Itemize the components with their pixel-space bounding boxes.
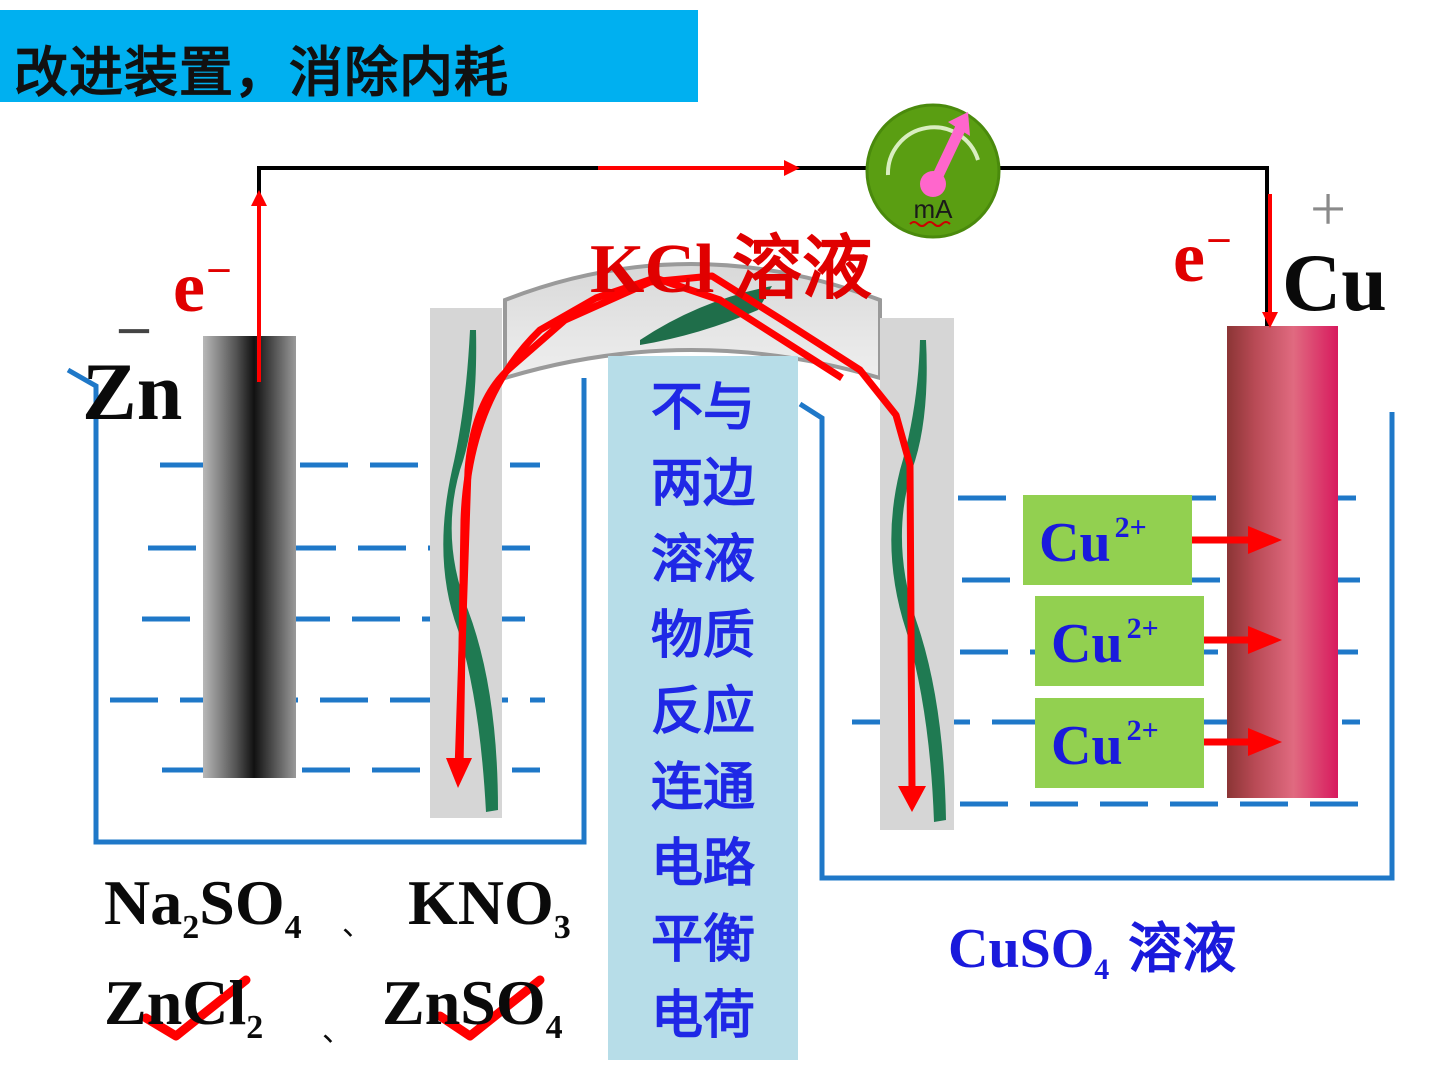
copper-electrode xyxy=(1227,326,1338,798)
electron-label-right: e－ xyxy=(1173,216,1233,299)
loop-arrowheads xyxy=(446,758,926,812)
cathode-label: Cu xyxy=(1282,237,1387,328)
note-line: 反应 xyxy=(650,682,755,742)
solution-na2so4: Na2SO4 xyxy=(104,866,302,947)
zinc-electrode xyxy=(203,336,296,778)
ammeter-label: mA xyxy=(914,194,954,224)
electron-charge: － xyxy=(204,257,233,288)
ammeter: mA xyxy=(865,103,1001,239)
cu-ion-charge: 2+ xyxy=(1126,714,1159,747)
formula-subscript: 2 xyxy=(246,1009,264,1046)
note-line: 电路 xyxy=(650,834,755,894)
salt-bridge-note: 不与 两边 溶液 物质 反应 连通 电路 平衡 电荷 xyxy=(608,356,798,1060)
formula-part: ZnSO xyxy=(382,967,546,1038)
formula-part: CuSO xyxy=(948,918,1095,980)
formula-subscript: 3 xyxy=(553,909,571,946)
formula-part: KNO xyxy=(408,867,554,938)
solution-kno3: KNO3 xyxy=(408,866,571,947)
electron-flow-arrows xyxy=(251,160,1278,382)
slide-title: 改进装置，消除内耗 xyxy=(14,41,509,104)
formula-subscript: 2 xyxy=(182,909,200,946)
left-beaker xyxy=(66,367,587,845)
anode-sign: － xyxy=(114,310,154,355)
formula-subscript: 4 xyxy=(1094,953,1110,986)
cu-ion-base: Cu xyxy=(1051,715,1123,777)
cu-ion-charge: 2+ xyxy=(1114,511,1147,544)
solution-znso4: ZnSO4 xyxy=(382,966,563,1047)
cathode-sign: + xyxy=(1310,173,1347,244)
cu-ion-base: Cu xyxy=(1051,613,1123,675)
ion-flow-loops xyxy=(454,272,916,791)
note-line: 物质 xyxy=(650,606,755,666)
cu-ion-arrows xyxy=(1192,526,1282,756)
formula-part: ZnCl xyxy=(104,967,247,1038)
note-line: 溶液 xyxy=(650,530,755,590)
electron-charge: － xyxy=(1204,227,1233,258)
note-line: 两边 xyxy=(650,454,755,514)
note-line: 连通 xyxy=(650,758,755,818)
title-bar: 改进装置，消除内耗 xyxy=(0,10,698,104)
check-mark-icon xyxy=(141,975,545,1041)
electron-symbol: e xyxy=(1173,217,1205,297)
note-line: 不与 xyxy=(650,378,755,438)
note-line: 平衡 xyxy=(650,910,755,970)
cu-ion-charge: 2+ xyxy=(1126,612,1159,645)
anode-label: Zn xyxy=(82,346,183,437)
electron-label-left: e－ xyxy=(173,246,233,329)
formula-suffix: 溶液 xyxy=(1109,917,1237,980)
formula-part: Na xyxy=(104,867,183,938)
cu-ion-base: Cu xyxy=(1039,512,1111,574)
separator: 、 xyxy=(342,908,372,943)
formula-subscript: 4 xyxy=(545,1009,563,1046)
salt-bridge-label: KCl 溶液 xyxy=(590,231,872,308)
right-solution-label: CuSO4 溶液 xyxy=(948,904,1236,987)
formula-part: SO xyxy=(199,867,285,938)
electron-symbol: e xyxy=(173,247,205,327)
formula-subscript: 4 xyxy=(284,909,302,946)
separator: 、 xyxy=(322,1014,352,1049)
note-line: 电荷 xyxy=(650,986,755,1046)
solution-zncl2: ZnCl2 xyxy=(104,966,263,1047)
